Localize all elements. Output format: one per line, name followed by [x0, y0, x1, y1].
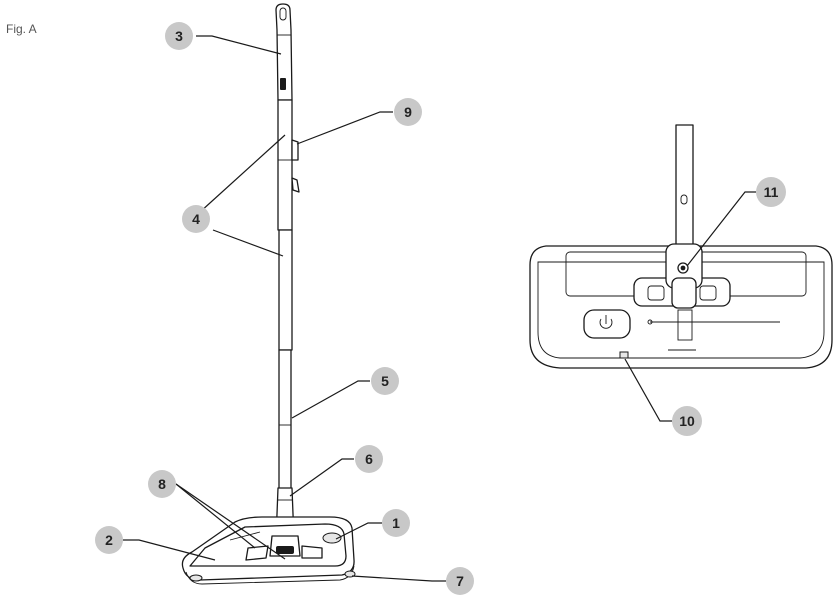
callout-4-label: 4	[192, 211, 200, 227]
callout-6-label: 6	[365, 451, 373, 467]
callout-7-label: 7	[456, 573, 464, 589]
sweeper-base	[182, 517, 355, 584]
callout-6: 6	[355, 445, 383, 473]
sweeper-top-view	[530, 125, 832, 368]
callout-3-label: 3	[175, 28, 183, 44]
callout-9-label: 9	[404, 104, 412, 120]
callout-1: 1	[382, 509, 410, 537]
callout-7: 7	[446, 567, 474, 595]
callout-8: 8	[148, 470, 176, 498]
callout-5: 5	[371, 367, 399, 395]
callout-3: 3	[165, 22, 193, 50]
sweeper-full-view	[182, 4, 355, 584]
callout-10: 10	[672, 406, 702, 436]
callout-1-label: 1	[392, 515, 400, 531]
callout-11: 11	[756, 177, 786, 207]
callout-2: 2	[95, 526, 123, 554]
handle-shaft	[278, 100, 299, 490]
callout-9: 9	[394, 98, 422, 126]
callout-10-label: 10	[679, 413, 695, 429]
callout-5-label: 5	[381, 373, 389, 389]
callout-8-label: 8	[158, 476, 166, 492]
callout-4: 4	[182, 205, 210, 233]
handle-grip	[276, 4, 292, 100]
callout-2-label: 2	[105, 532, 113, 548]
callout-11-label: 11	[764, 184, 779, 200]
